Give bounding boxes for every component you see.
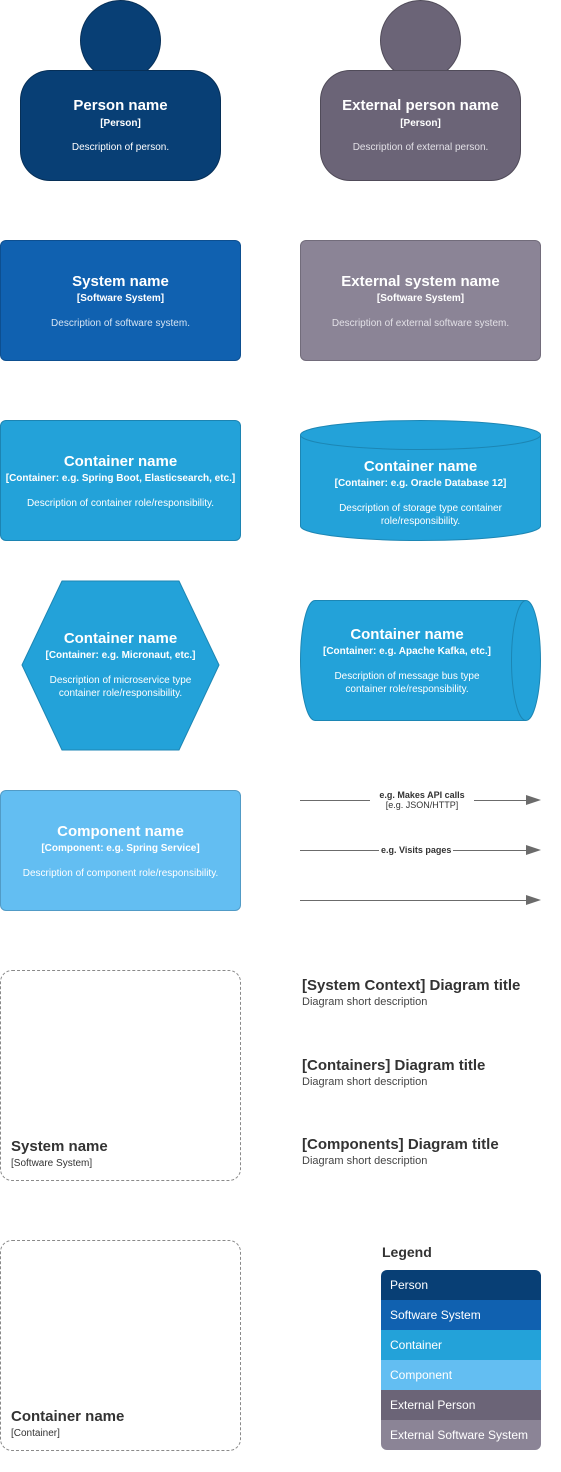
person-name: Person name xyxy=(73,97,168,114)
relationship-api-calls[interactable]: e.g. Makes API calls [e.g. JSON/HTTP] xyxy=(300,788,541,812)
external-software-system-description: Description of external software system. xyxy=(331,318,510,329)
external-person-description: Description of external person. xyxy=(352,142,489,153)
relationship-label-text: e.g. Visits pages xyxy=(381,845,452,855)
external-person-body xyxy=(320,70,521,181)
relationship-label: e.g. Makes API calls [e.g. JSON/HTTP] xyxy=(370,790,474,810)
message-bus-container-shape[interactable]: Container name [Container: e.g. Apache K… xyxy=(300,600,541,721)
container-boundary-type: [Container] xyxy=(11,1428,60,1439)
person-description: Description of person. xyxy=(71,142,170,153)
person-head xyxy=(80,0,161,81)
hexagon-icon xyxy=(21,580,220,751)
container-name: Container name xyxy=(63,453,178,470)
microservice-container-description-line2: container role/responsibility. xyxy=(58,688,183,699)
diagram-description-containers: Diagram short description xyxy=(302,1076,428,1088)
external-person-head xyxy=(380,0,461,81)
external-person-type: [Person] xyxy=(400,118,441,129)
database-container-shape[interactable]: Container name [Container: e.g. Oracle D… xyxy=(300,420,541,541)
diagram-title-containers: [Containers] Diagram title xyxy=(302,1057,486,1074)
database-cylinder-icon xyxy=(300,420,541,541)
microservice-container-name: Container name xyxy=(63,630,178,647)
relationship-visits-pages[interactable]: e.g. Visits pages xyxy=(300,838,541,862)
legend-item-container: Container xyxy=(381,1330,541,1360)
database-container-description-line2: role/responsibility. xyxy=(380,516,461,527)
component-type: [Component: e.g. Spring Service] xyxy=(41,843,200,854)
relationship-label-text: e.g. Makes API calls xyxy=(379,790,465,800)
software-system-name: System name xyxy=(72,273,169,290)
legend: Person Software System Container Compone… xyxy=(381,1270,541,1450)
container-boundary-name: Container name xyxy=(11,1408,125,1425)
arrow-head-icon xyxy=(526,795,541,805)
legend-item-component: Component xyxy=(381,1360,541,1390)
arrow-head-icon xyxy=(526,845,541,855)
container-type: [Container: e.g. Spring Boot, Elasticsea… xyxy=(5,473,236,484)
microservice-container-type: [Container: e.g. Micronaut, etc.] xyxy=(45,650,196,661)
external-person-shape[interactable]: External person name [Person] Descriptio… xyxy=(320,0,521,182)
component-name: Component name xyxy=(57,823,184,840)
external-software-system-name: External system name xyxy=(341,273,500,290)
diagram-description-components: Diagram short description xyxy=(302,1155,428,1167)
person-body xyxy=(20,70,221,181)
microservice-container-shape[interactable]: Container name [Container: e.g. Micronau… xyxy=(20,580,221,751)
person-type: [Person] xyxy=(100,118,141,129)
software-system-box[interactable]: System name [Software System] Descriptio… xyxy=(0,240,241,361)
software-system-type: [Software System] xyxy=(76,293,165,304)
container-boundary[interactable]: Container name [Container] xyxy=(0,1240,241,1451)
microservice-container-description-line1: Description of microservice type xyxy=(49,675,192,686)
message-bus-container-type: [Container: e.g. Apache Kafka, etc.] xyxy=(323,646,491,657)
relationship-label: e.g. Visits pages xyxy=(379,845,454,855)
message-bus-container-description-line1: Description of message bus type xyxy=(334,671,480,682)
container-description: Description of container role/responsibi… xyxy=(26,498,215,509)
relationship-technology: [e.g. JSON/HTTP] xyxy=(385,800,459,810)
legend-item-software-system: Software System xyxy=(381,1300,541,1330)
external-person-name: External person name xyxy=(342,97,499,114)
external-software-system-box[interactable]: External system name [Software System] D… xyxy=(300,240,541,361)
software-system-description: Description of software system. xyxy=(51,318,190,329)
system-boundary-name: System name xyxy=(11,1138,108,1155)
system-boundary[interactable]: System name [Software System] xyxy=(0,970,241,1181)
message-bus-container-name: Container name xyxy=(350,626,464,643)
arrow-head-icon xyxy=(526,895,541,905)
person-shape[interactable]: Person name [Person] Description of pers… xyxy=(20,0,221,182)
container-box[interactable]: Container name [Container: e.g. Spring B… xyxy=(0,420,241,541)
component-description: Description of component role/responsibi… xyxy=(22,868,219,879)
diagram-title-system-context: [System Context] Diagram title xyxy=(302,977,521,994)
database-container-name: Container name xyxy=(363,458,478,475)
message-bus-cylinder-icon xyxy=(300,600,541,721)
diagram-description-system-context: Diagram short description xyxy=(302,996,428,1008)
database-container-type: [Container: e.g. Oracle Database 12] xyxy=(334,478,507,489)
legend-item-external-person: External Person xyxy=(381,1390,541,1420)
external-software-system-type: [Software System] xyxy=(376,293,465,304)
component-box[interactable]: Component name [Component: e.g. Spring S… xyxy=(0,790,241,911)
database-container-description-line1: Description of storage type container xyxy=(339,503,502,514)
arrow-line xyxy=(300,900,528,901)
legend-title: Legend xyxy=(382,1244,432,1260)
relationship-unlabeled[interactable] xyxy=(300,888,541,912)
legend-item-person: Person xyxy=(381,1270,541,1300)
diagram-title-components: [Components] Diagram title xyxy=(302,1136,499,1153)
message-bus-container-description-line2: container role/responsibility. xyxy=(345,684,469,695)
legend-item-external-software-system: External Software System xyxy=(381,1420,541,1450)
system-boundary-type: [Software System] xyxy=(11,1158,93,1169)
